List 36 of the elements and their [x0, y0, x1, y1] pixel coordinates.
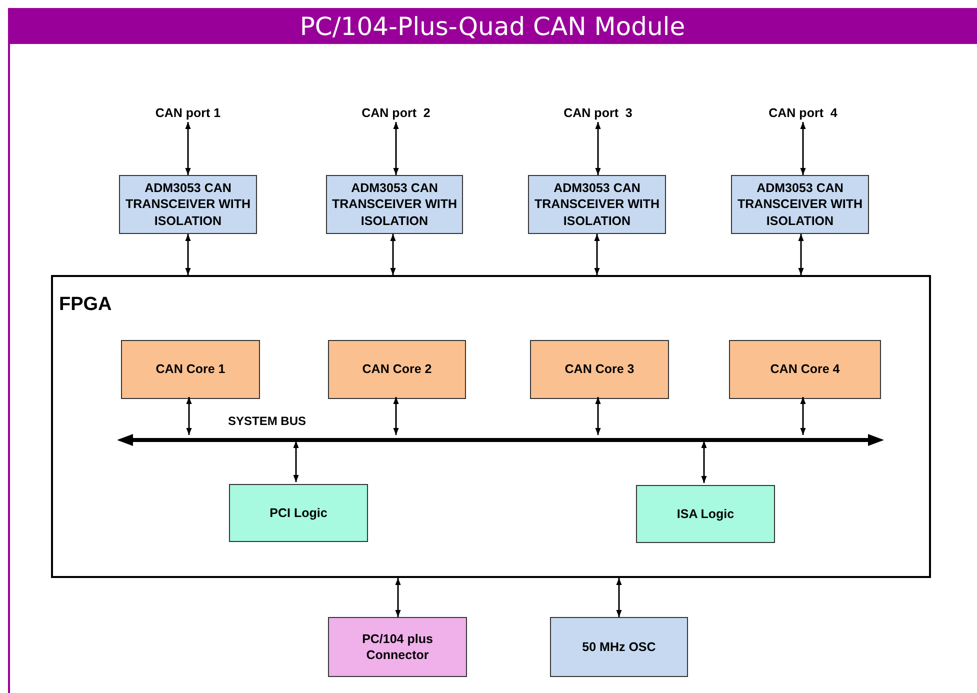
port-label: CAN port 1: [154, 104, 222, 122]
port-label: CAN port 4: [768, 104, 838, 122]
connector-arrow: [701, 441, 707, 483]
connector-arrow: [293, 441, 299, 482]
connector-arrow: [616, 578, 622, 617]
connector-arrow: [186, 397, 192, 435]
logic-box: PCI Logic: [229, 484, 368, 542]
transceiver-box: ADM3053 CAN TRANSCEIVER WITH ISOLATION: [528, 175, 666, 234]
transceiver-box: ADM3053 CAN TRANSCEIVER WITH ISOLATION: [731, 175, 869, 234]
can-core-box: CAN Core 3: [530, 340, 669, 399]
connector-arrow: [798, 234, 804, 275]
connector-arrow: [800, 397, 806, 435]
block-title: FPGA: [59, 293, 112, 317]
can-core-box: CAN Core 4: [729, 340, 881, 399]
connector-arrow: [595, 397, 601, 435]
connector-arrow: [595, 122, 601, 175]
connector-arrow: [395, 578, 401, 617]
transceiver-box: ADM3053 CAN TRANSCEIVER WITH ISOLATION: [119, 175, 257, 234]
transceiver-box: ADM3053 CAN TRANSCEIVER WITH ISOLATION: [326, 175, 463, 234]
can-core-box: CAN Core 1: [121, 340, 260, 399]
connector-arrow: [800, 122, 806, 175]
connector-arrow: [390, 234, 396, 275]
connector-arrow: [393, 122, 399, 175]
title-bar: PC/104-Plus-Quad CAN Module: [8, 8, 977, 44]
port-label: CAN port 2: [360, 104, 432, 122]
oscillator-box: 50 MHz OSC: [550, 617, 688, 677]
logic-box: ISA Logic: [636, 485, 775, 543]
port-label: CAN port 3: [562, 104, 634, 122]
connector-arrow: [594, 234, 600, 275]
connector-arrow: [185, 234, 191, 275]
fpga-block: [51, 275, 931, 578]
can-core-box: CAN Core 2: [328, 340, 466, 399]
connector-box: PC/104 plus Connector: [328, 617, 467, 677]
connector-arrow: [393, 397, 399, 435]
connector-arrow: [185, 122, 191, 175]
bus-label: SYSTEM BUS: [228, 414, 306, 428]
